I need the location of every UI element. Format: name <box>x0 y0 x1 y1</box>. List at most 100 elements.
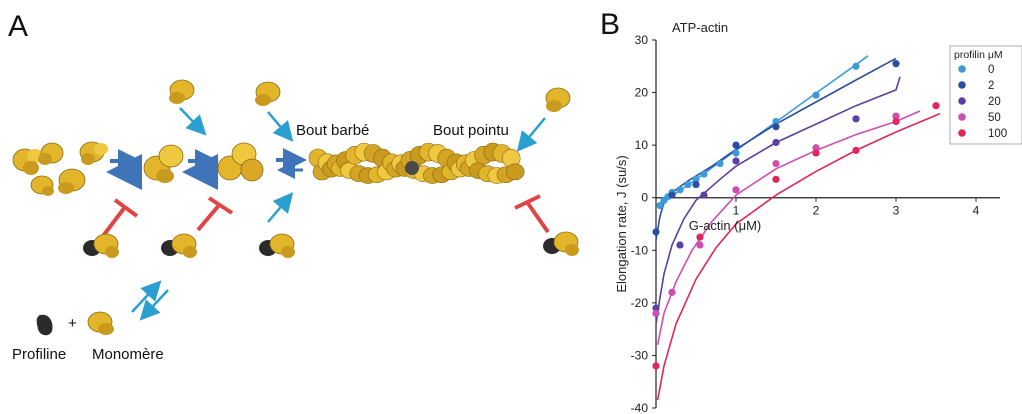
barbed-end-label: Bout barbé <box>296 122 370 139</box>
data-point-2 <box>732 141 740 149</box>
panel-b-letter: B <box>600 8 621 41</box>
data-point-0 <box>684 180 692 189</box>
legend-label: 0 <box>988 64 994 76</box>
y-tick-label: -20 <box>631 296 649 310</box>
equilibrium-arrows-1 <box>106 149 142 190</box>
profilin-molecule <box>36 314 53 336</box>
data-point-50 <box>668 288 676 296</box>
y-tick-label: 0 <box>641 191 648 205</box>
y-tick-label: -10 <box>631 243 649 257</box>
profilin-binding-arrows <box>131 280 169 321</box>
association-arrow <box>267 192 294 223</box>
data-point-100 <box>652 362 660 370</box>
actin-filament <box>308 142 525 184</box>
x-tick-label: 3 <box>893 204 900 218</box>
pointed-end-label: Bout pointu <box>433 122 509 139</box>
profilin-actin-complex <box>161 233 197 258</box>
y-tick-label: 30 <box>635 33 649 47</box>
actin-dimer <box>143 144 184 183</box>
legend-marker <box>958 81 966 89</box>
data-point-20 <box>892 112 900 120</box>
data-point-50 <box>772 159 780 168</box>
data-point-0 <box>676 186 684 194</box>
fit-curve-20 <box>655 76 901 325</box>
data-point-100 <box>932 102 940 110</box>
data-point-0 <box>664 193 672 201</box>
data-point-20 <box>852 115 860 123</box>
x-tick-label: 2 <box>813 204 820 218</box>
fit-curve-50 <box>656 110 921 346</box>
legend-marker <box>958 129 966 137</box>
legend-marker <box>958 97 966 105</box>
fit-curve-2 <box>655 57 897 240</box>
data-point-2 <box>668 191 676 199</box>
data-point-0 <box>668 188 676 197</box>
data-point-50 <box>696 241 704 249</box>
x-tick-label: 4 <box>973 204 980 218</box>
actin-polymerization-diagram <box>12 79 579 336</box>
data-point-50 <box>812 144 820 152</box>
data-point-100 <box>812 149 820 157</box>
fit-curve-0 <box>655 55 869 208</box>
data-point-0 <box>656 202 664 210</box>
plus-sign: + <box>68 315 77 332</box>
data-point-0 <box>660 196 668 204</box>
y-tick-label: 20 <box>635 86 649 100</box>
data-point-100 <box>892 117 900 126</box>
data-point-20 <box>652 304 660 312</box>
filament-dark-subunit <box>405 161 419 175</box>
chart-title: ATP-actin <box>672 20 728 35</box>
data-point-0 <box>812 91 820 99</box>
data-point-20 <box>676 241 684 249</box>
legend-label: 50 <box>988 112 1001 124</box>
legend-marker <box>958 65 966 73</box>
y-tick-label: -30 <box>631 348 649 362</box>
incoming-monomer <box>255 81 281 106</box>
actin-trimer <box>217 142 264 182</box>
profilin-actin-complex <box>543 231 579 256</box>
inhibition-marker <box>196 196 234 232</box>
legend-title: profilin μM <box>954 49 1003 61</box>
data-point-50 <box>732 186 740 194</box>
y-axis-label: Elongation rate, J (su/s) <box>614 155 629 292</box>
fit-curve-100 <box>656 112 941 401</box>
profilin-actin-complex <box>83 233 119 258</box>
data-point-0 <box>716 159 724 168</box>
association-arrow <box>267 111 294 142</box>
actin-monomer <box>58 168 86 194</box>
data-point-20 <box>732 157 740 165</box>
x-axis-label: G-actin (μM) <box>689 218 762 233</box>
actin-monomer <box>79 141 108 165</box>
data-point-100 <box>772 175 780 183</box>
data-point-0 <box>772 117 780 126</box>
actin-monomer <box>12 148 43 175</box>
data-point-2 <box>692 180 700 189</box>
x-tick-label: 1 <box>733 204 740 218</box>
y-tick-label: 10 <box>635 138 649 152</box>
legend-box <box>949 45 1022 145</box>
profilin-label: Profiline <box>12 346 67 363</box>
chart-points <box>652 60 940 370</box>
chart-curves <box>655 55 941 401</box>
data-point-2 <box>652 228 660 236</box>
actin-monomer <box>87 311 114 335</box>
monomer-label: Monomère <box>92 346 164 363</box>
free-monomers-left <box>12 141 108 196</box>
data-point-2 <box>892 60 900 68</box>
legend-label: 100 <box>988 128 1007 140</box>
data-point-2 <box>772 123 780 131</box>
data-point-20 <box>772 138 780 147</box>
actin-monomer <box>30 175 54 196</box>
data-point-20 <box>700 191 708 199</box>
filament-subunit <box>505 163 525 181</box>
equilibrium-arrows-2 <box>182 149 219 190</box>
data-point-0 <box>700 170 708 178</box>
data-point-100 <box>696 233 704 241</box>
association-arrow <box>516 117 546 152</box>
panel-a-letter: A <box>8 10 29 43</box>
data-point-0 <box>732 149 740 157</box>
data-point-50 <box>652 309 660 317</box>
equilibrium-arrows-3 <box>276 148 307 179</box>
incoming-monomer <box>545 87 571 112</box>
